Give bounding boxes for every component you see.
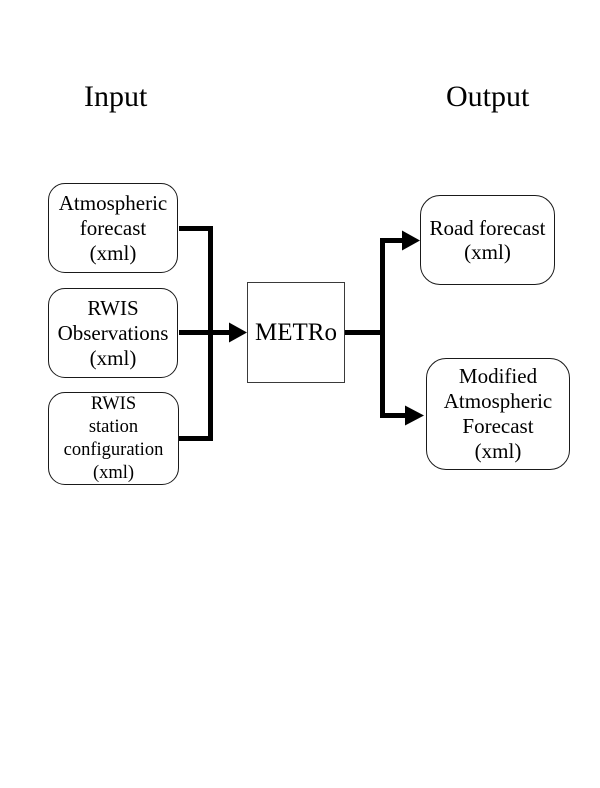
box-label-line: Modified <box>458 364 538 388</box>
box-label-line: Atmospheric <box>443 389 553 413</box>
arrowhead-into-modified-forecast <box>405 405 424 426</box>
box-label-line: (xml) <box>92 462 135 483</box>
box-label-line: (xml) <box>474 439 522 463</box>
output-box-modified-atmospheric-forecast: Modified Atmospheric Forecast (xml) <box>426 358 570 470</box>
input-column-heading: Input <box>84 80 148 113</box>
box-label-line: (xml) <box>89 240 137 265</box>
box-label-line: RWIS <box>87 295 139 320</box>
box-label-line: (xml) <box>464 240 511 264</box>
input-arrowhead-into-metro <box>229 322 247 343</box>
process-box-label: METRo <box>255 319 337 346</box>
output-column-heading: Output <box>446 80 530 113</box>
box-label-line: Road forecast <box>429 216 546 240</box>
box-label-line: Observations <box>57 320 169 345</box>
output-box-road-forecast: Road forecast (xml) <box>420 195 555 285</box>
box-label-line: forecast <box>79 215 147 240</box>
box-label-line: RWIS <box>90 393 137 414</box>
input-bracket-connector <box>179 226 213 441</box>
box-label-line: (xml) <box>89 345 137 370</box>
input-box-rwis-station-configuration: RWIS station configuration (xml) <box>48 392 179 485</box>
box-label-line: Forecast <box>462 414 534 438</box>
input-box-rwis-observations: RWIS Observations (xml) <box>48 288 178 378</box>
input-box-atmospheric-forecast: Atmospheric forecast (xml) <box>48 183 178 273</box>
process-box-metro: METRo <box>247 282 345 383</box>
box-label-line: configuration <box>63 439 164 460</box>
box-label-line: Atmospheric <box>58 190 168 215</box>
box-label-line: station <box>88 416 139 437</box>
arrowhead-into-road-forecast <box>402 230 420 251</box>
